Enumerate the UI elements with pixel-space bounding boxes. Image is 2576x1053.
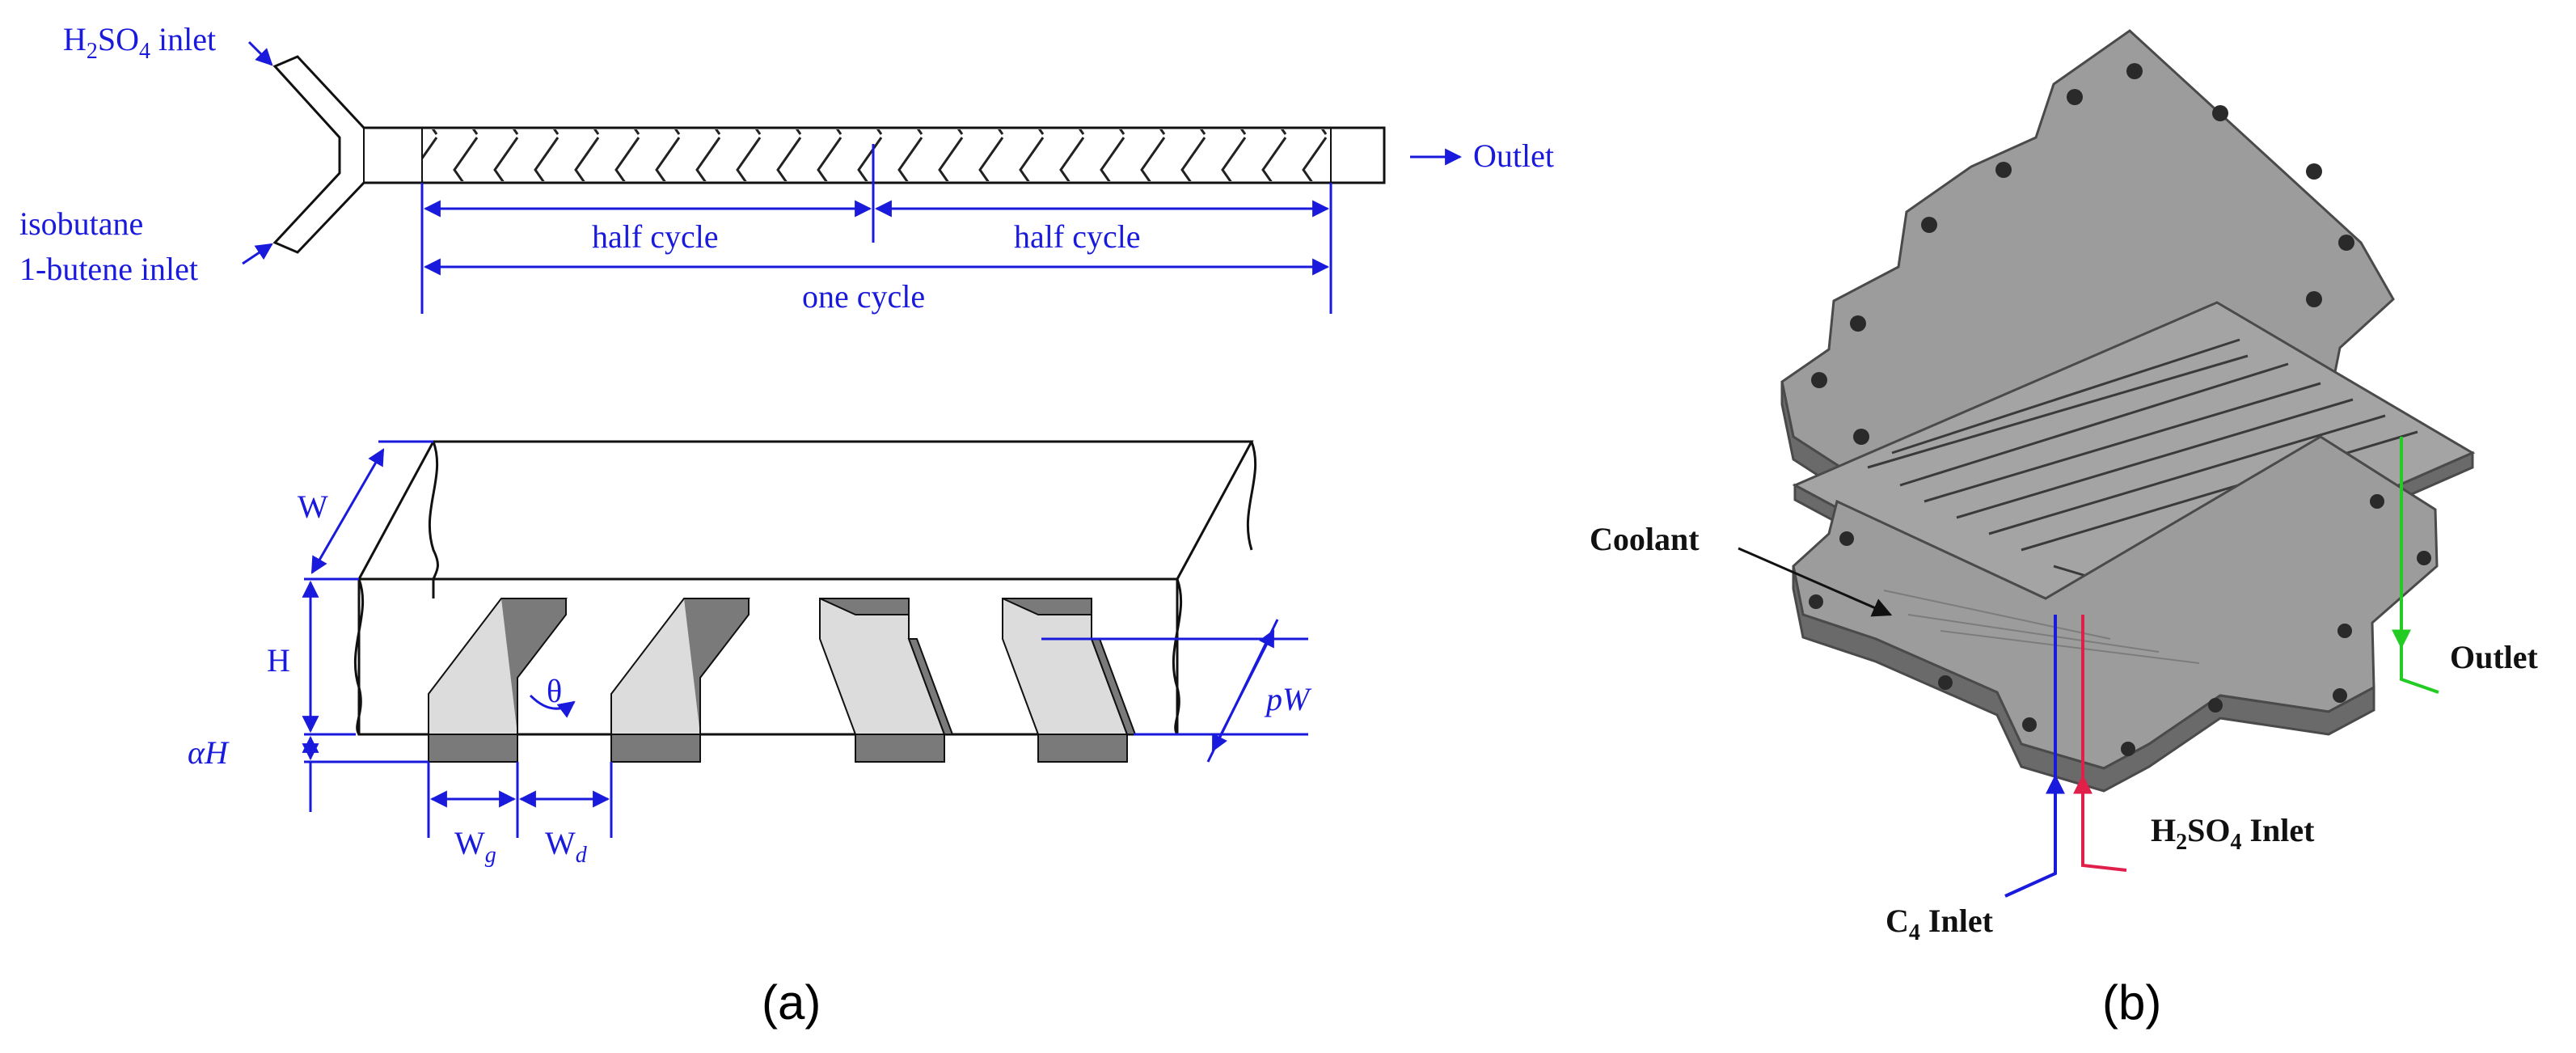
base-plate-bolt-holes (1809, 494, 2431, 756)
h-label: H (267, 642, 290, 679)
wg-label: Wg (454, 825, 496, 868)
pw-label: pW (1264, 681, 1312, 717)
half-cycle-label-2: half cycle (1014, 218, 1141, 255)
coolant-pointer (1738, 547, 1893, 617)
cycle-dimensions (420, 144, 1332, 314)
dimension-pw (1041, 619, 1308, 763)
theta-label: θ (547, 673, 562, 709)
base-plate (1792, 435, 2439, 793)
butene-inlet-arrow (242, 243, 273, 265)
y-junction-channel (272, 55, 1386, 254)
wd-label: Wd (545, 825, 588, 868)
outlet-b-label: Outlet (2450, 639, 2539, 675)
outlet-flow-tail (2400, 647, 2439, 694)
w-label: W (298, 488, 328, 525)
alpha-h-label: αH (188, 734, 230, 771)
half-cycle-label-1: half cycle (592, 218, 719, 255)
h2so4-inlet-b-label: H2SO4 Inlet (2151, 812, 2315, 855)
h2so4-inlet-arrow (247, 40, 273, 66)
panel-b-caption: (b) (2102, 975, 2161, 1030)
butene-inlet-label: 1-butene inlet (19, 251, 198, 287)
dimension-w (304, 440, 433, 581)
outlet-label: Outlet (1473, 137, 1554, 174)
coolant-label: Coolant (1590, 521, 1700, 557)
dimension-wg-wd (427, 762, 613, 838)
theta-angle-arc (529, 694, 576, 718)
grooves (428, 598, 1137, 763)
c4-inlet-b-label: C4 Inlet (1886, 903, 1994, 945)
herringbone-region (422, 129, 1331, 181)
h2so4-inlet-tail (2073, 774, 2127, 872)
dimension-h (302, 580, 429, 812)
isobutane-label: isobutane (19, 205, 143, 242)
panel-a-caption: (a) (762, 975, 821, 1030)
c4-inlet-tail (2004, 774, 2065, 898)
one-cycle-label: one cycle (802, 278, 925, 315)
h2so4-inlet-label: H2SO4 inlet (63, 21, 216, 64)
